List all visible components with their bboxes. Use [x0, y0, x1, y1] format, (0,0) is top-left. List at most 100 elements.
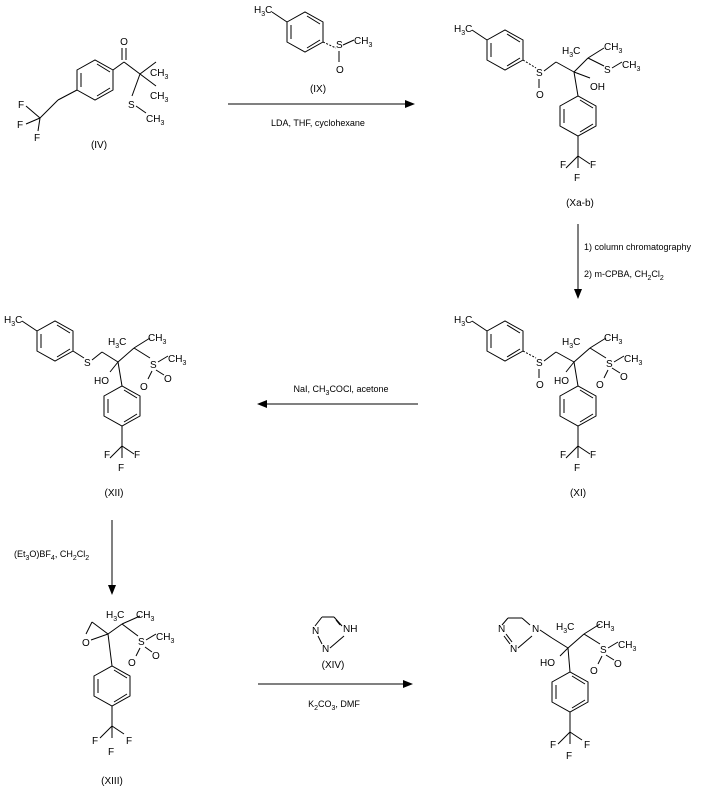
- arrow-step2: [574, 224, 582, 299]
- label-compound-xi: (XI): [570, 488, 586, 499]
- svg-text:CH3: CH3: [354, 36, 372, 49]
- structure-xi: H3C S O H3C HO CH3 S CH3 O O F: [454, 315, 642, 474]
- svg-text:HO: HO: [94, 376, 109, 387]
- svg-text:F: F: [104, 450, 110, 461]
- svg-text:H3C: H3C: [454, 24, 472, 37]
- structure-final-product: N N N H3C HO CH3 S CH3 O O F F F: [498, 617, 636, 762]
- svg-text:O: O: [620, 372, 628, 383]
- structure-xab: H3C S O H3C OH CH3 S CH3 F F F: [454, 24, 640, 184]
- svg-text:F: F: [18, 100, 24, 111]
- svg-text:CH3: CH3: [604, 333, 622, 346]
- condition-step4: (Et3O)BF4, CH2Cl2: [14, 549, 89, 562]
- svg-text:N: N: [322, 644, 329, 655]
- svg-text:HO: HO: [554, 376, 569, 387]
- svg-text:F: F: [126, 736, 132, 747]
- structure-ix: H3C S CH3 O: [254, 5, 372, 76]
- svg-text:S: S: [84, 358, 91, 369]
- label-compound-xiii: (XIII): [101, 776, 123, 787]
- svg-text:CH3: CH3: [618, 640, 636, 653]
- svg-text:F: F: [108, 747, 114, 758]
- arrow-step1: [228, 100, 415, 108]
- condition-step2b: 2) m-CPBA, CH2Cl2: [584, 269, 664, 282]
- svg-text:NH: NH: [343, 624, 357, 635]
- svg-text:F: F: [584, 740, 590, 751]
- svg-text:CH3: CH3: [148, 333, 166, 346]
- structure-iv: O CH3 CH3 S CH3 F F F: [17, 37, 168, 144]
- svg-text:CH3: CH3: [604, 42, 622, 55]
- svg-text:O: O: [140, 382, 148, 393]
- svg-text:O: O: [120, 37, 128, 48]
- svg-text:H3C: H3C: [556, 622, 574, 635]
- structure-xiv: N NH N: [312, 616, 357, 655]
- svg-text:N: N: [312, 626, 319, 637]
- svg-text:F: F: [92, 736, 98, 747]
- svg-text:O: O: [596, 380, 604, 391]
- svg-text:OH: OH: [590, 82, 605, 93]
- structure-xii: H3C S H3C HO CH3 S CH3 O O F F F: [4, 315, 186, 474]
- structure-xiii: O H3C CH3 S CH3 O O F F F: [82, 610, 174, 758]
- svg-text:CH3: CH3: [624, 354, 642, 367]
- svg-text:CH3: CH3: [150, 91, 168, 104]
- svg-text:S: S: [336, 40, 343, 51]
- svg-text:HO: HO: [540, 658, 555, 669]
- svg-text:F: F: [574, 463, 580, 474]
- svg-text:H3C: H3C: [454, 315, 472, 328]
- arrow-step3: [257, 400, 418, 408]
- svg-text:CH3: CH3: [596, 620, 614, 633]
- svg-text:H3C: H3C: [108, 337, 126, 350]
- svg-text:S: S: [150, 360, 157, 371]
- svg-text:S: S: [606, 359, 613, 370]
- svg-text:O: O: [590, 666, 598, 677]
- svg-text:O: O: [536, 380, 544, 391]
- svg-text:F: F: [134, 450, 140, 461]
- label-compound-xab: (Xa-b): [566, 198, 594, 209]
- svg-text:S: S: [138, 637, 145, 648]
- svg-text:CH3: CH3: [136, 610, 154, 623]
- svg-text:N: N: [510, 644, 517, 655]
- svg-text:CH3: CH3: [150, 68, 168, 81]
- svg-text:F: F: [17, 120, 23, 131]
- svg-text:F: F: [560, 450, 566, 461]
- svg-text:O: O: [128, 658, 136, 669]
- svg-text:O: O: [536, 90, 544, 101]
- svg-text:N: N: [532, 624, 539, 635]
- svg-text:S: S: [600, 645, 607, 656]
- svg-text:CH3: CH3: [168, 354, 186, 367]
- svg-text:F: F: [590, 160, 596, 171]
- label-compound-ix: (IX): [310, 84, 326, 95]
- arrow-step4: [108, 520, 116, 595]
- svg-text:F: F: [560, 160, 566, 171]
- svg-text:H3C: H3C: [562, 337, 580, 350]
- svg-text:F: F: [34, 133, 40, 144]
- label-compound-xiv: (XIV): [322, 660, 345, 671]
- svg-text:H3C: H3C: [254, 5, 272, 18]
- condition-step3: NaI, CH3COCl, acetone: [294, 384, 389, 397]
- svg-text:S: S: [536, 68, 543, 79]
- svg-text:S: S: [536, 358, 543, 369]
- svg-text:O: O: [336, 65, 344, 76]
- condition-step2a: 1) column chromatography: [584, 242, 692, 252]
- label-compound-iv: (IV): [91, 140, 107, 151]
- svg-text:H3C: H3C: [106, 610, 124, 623]
- svg-text:F: F: [550, 740, 556, 751]
- svg-text:F: F: [118, 463, 124, 474]
- svg-text:CH3: CH3: [146, 114, 164, 127]
- svg-text:O: O: [614, 659, 622, 670]
- svg-text:O: O: [164, 374, 172, 385]
- arrow-step5: [258, 680, 413, 688]
- svg-text:CH3: CH3: [622, 60, 640, 73]
- svg-text:F: F: [566, 751, 572, 762]
- label-compound-xii: (XII): [105, 488, 124, 499]
- svg-text:H3C: H3C: [562, 46, 580, 59]
- svg-text:O: O: [152, 651, 160, 662]
- svg-text:F: F: [590, 450, 596, 461]
- svg-text:CH3: CH3: [156, 632, 174, 645]
- svg-text:S: S: [128, 100, 135, 111]
- svg-text:N: N: [498, 624, 505, 635]
- condition-step5: K2CO3, DMF: [308, 699, 360, 712]
- svg-text:O: O: [82, 638, 90, 649]
- svg-text:S: S: [604, 65, 611, 76]
- condition-step1: LDA, THF, cyclohexane: [271, 118, 365, 128]
- svg-text:H3C: H3C: [4, 315, 22, 328]
